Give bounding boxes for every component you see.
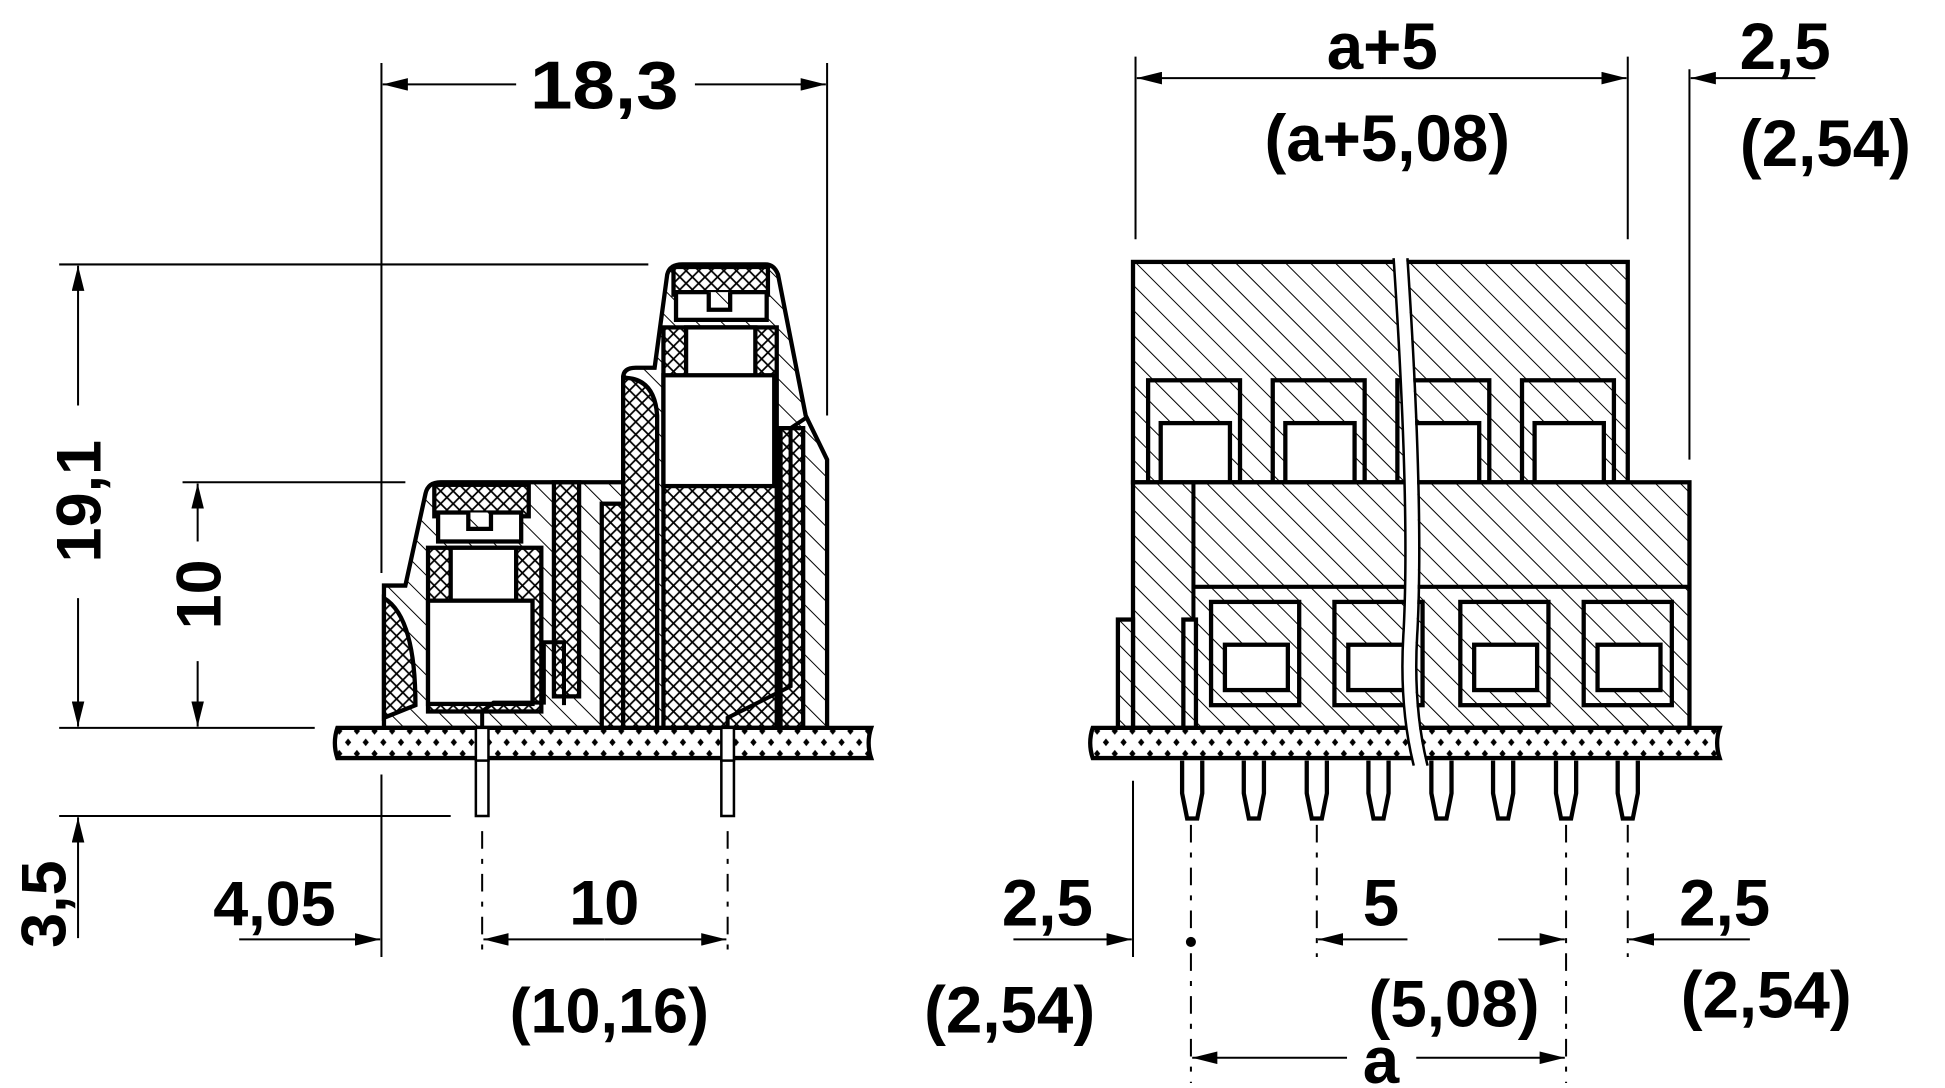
- upper-wire-entry: [661, 373, 777, 489]
- pin-through-hole: [720, 726, 736, 762]
- pcb-board: [1088, 725, 1723, 761]
- label-lower-level-height: 10: [164, 559, 234, 629]
- pin: [1429, 760, 1454, 821]
- pin: [1366, 760, 1391, 821]
- label-pitch: 5: [1363, 867, 1399, 940]
- label-overall-width-alt: (a+5,08): [1264, 102, 1510, 175]
- pin-through-hole: [474, 726, 490, 762]
- upper-entry-opening: [1407, 420, 1482, 485]
- pin: [1553, 760, 1579, 821]
- pin: [1304, 760, 1330, 821]
- datum-dot: [1185, 936, 1196, 947]
- label-overall-height: 19,1: [45, 440, 115, 563]
- pin-row: [1179, 760, 1640, 821]
- side-flange: [1181, 617, 1199, 730]
- pin: [1179, 760, 1205, 821]
- upper-level-latch: [621, 375, 660, 730]
- label-right-offset-alt: (2,54): [1681, 958, 1852, 1031]
- screw-slot-icon: [466, 512, 494, 532]
- upper-entry-opening: [1283, 420, 1357, 485]
- lower-screw-shaft: [448, 545, 519, 603]
- break-line: [1392, 258, 1415, 766]
- label-left-offset: 2,5: [1002, 867, 1093, 940]
- label-pitch-span: a: [1363, 1024, 1400, 1088]
- label-top-offset: 2,5: [1740, 10, 1831, 83]
- upper-entry-opening: [1158, 420, 1233, 485]
- pin: [1615, 760, 1640, 821]
- label-pin-row-spacing: 10: [569, 868, 639, 938]
- upper-entry-opening: [1532, 420, 1606, 485]
- label-pin-offset: 4,05: [213, 870, 335, 940]
- screw-slot-icon: [706, 292, 733, 312]
- label-pin-length: 3,5: [9, 860, 79, 948]
- lower-wire-entry: [425, 598, 535, 707]
- pin: [1241, 760, 1267, 821]
- front-view: a+5 (a+5,08) 2,5 (2,54): [924, 10, 1911, 1088]
- lower-entry-opening: [1472, 642, 1540, 693]
- pcb-board: [332, 725, 875, 761]
- lower-contact-pin: [480, 640, 567, 816]
- label-right-offset: 2,5: [1679, 867, 1770, 940]
- side-view: 18,3 19,1 10 3,5 4,05 10 (10,16): [9, 47, 875, 1047]
- lower-wire-entries: [1208, 599, 1674, 708]
- break-line: [1406, 258, 1429, 766]
- lower-insulation-wall: [551, 480, 582, 699]
- upper-screw-shaft: [683, 325, 758, 380]
- lower-entry-opening: [1595, 642, 1663, 693]
- label-pitch-alt: (5,08): [1369, 967, 1540, 1040]
- label-left-offset-alt: (2,54): [924, 974, 1095, 1047]
- label-overall-depth: 18,3: [530, 47, 679, 123]
- label-overall-width: a+5: [1327, 10, 1438, 83]
- lower-entry-opening: [1222, 642, 1290, 693]
- label-pin-row-spacing-alt: (10,16): [510, 977, 709, 1047]
- side-flange: [1115, 617, 1136, 730]
- break-gap: [1393, 257, 1427, 768]
- lower-level-latch: [381, 594, 418, 721]
- pin: [1490, 760, 1516, 821]
- label-top-offset-alt: (2,54): [1740, 107, 1911, 180]
